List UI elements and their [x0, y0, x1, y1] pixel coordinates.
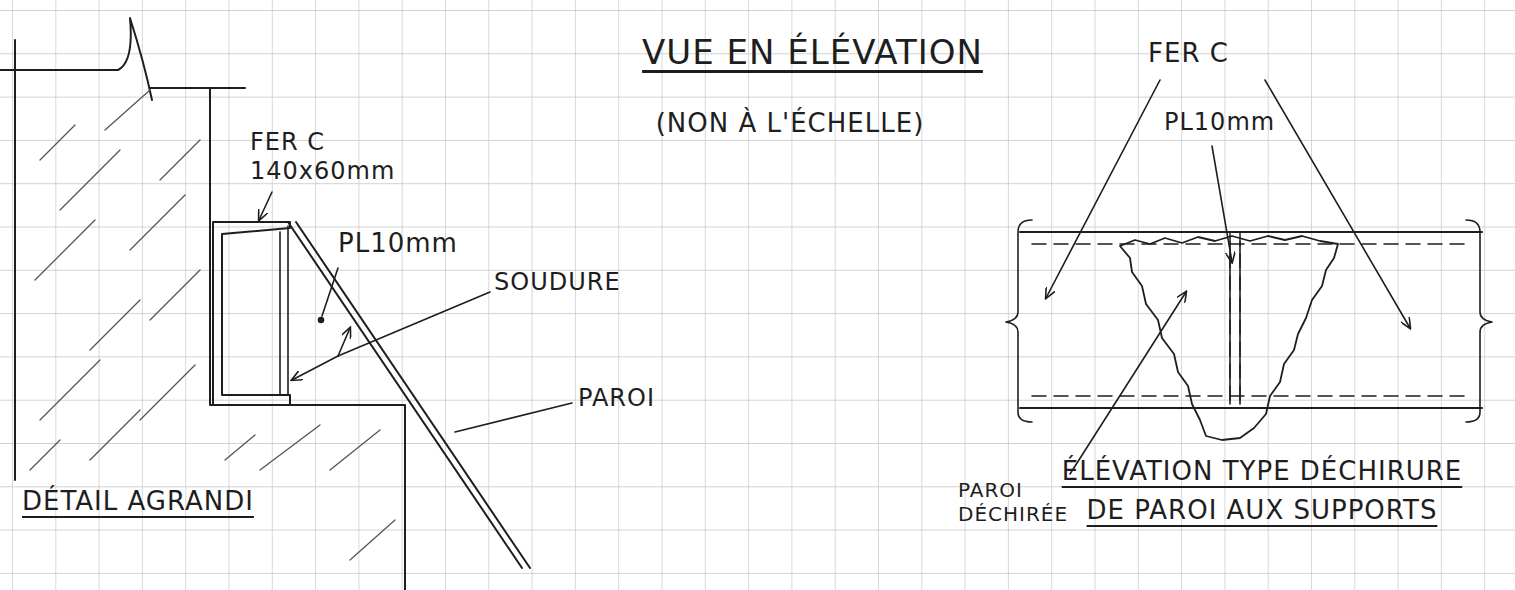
c-channel: [213, 222, 290, 405]
part-label: FER C 140x60mm: [250, 128, 420, 186]
plate: [280, 226, 288, 395]
part-label: PAROI: [578, 384, 708, 413]
weld-label: SOUDURE: [494, 268, 664, 297]
scale-note: (NON À L'ÉCHELLE): [560, 108, 1020, 139]
brace: [1006, 220, 1492, 422]
part-label: PL10mm: [338, 228, 518, 259]
hidden-lines: [1032, 232, 1470, 408]
part-label: PAROI DÉCHIRÉE: [958, 478, 1070, 526]
part-label: PL10mm: [1164, 108, 1294, 137]
leader-lines: [1046, 80, 1410, 474]
channel-flanges: [1020, 232, 1482, 408]
leader-lines: [259, 192, 572, 432]
plate: [1230, 242, 1240, 404]
part-label: FER C: [1148, 38, 1288, 69]
drawing-title: VUE EN ÉLÉVATION: [505, 32, 1120, 73]
torn-wall: [1120, 236, 1338, 440]
elevation-title: ÉLÉVATION TYPE DÉCHIRURE DE PAROI AUX SU…: [1052, 452, 1472, 530]
tank-wall: [288, 222, 530, 568]
detail-title: DÉTAIL AGRANDI: [22, 486, 322, 517]
